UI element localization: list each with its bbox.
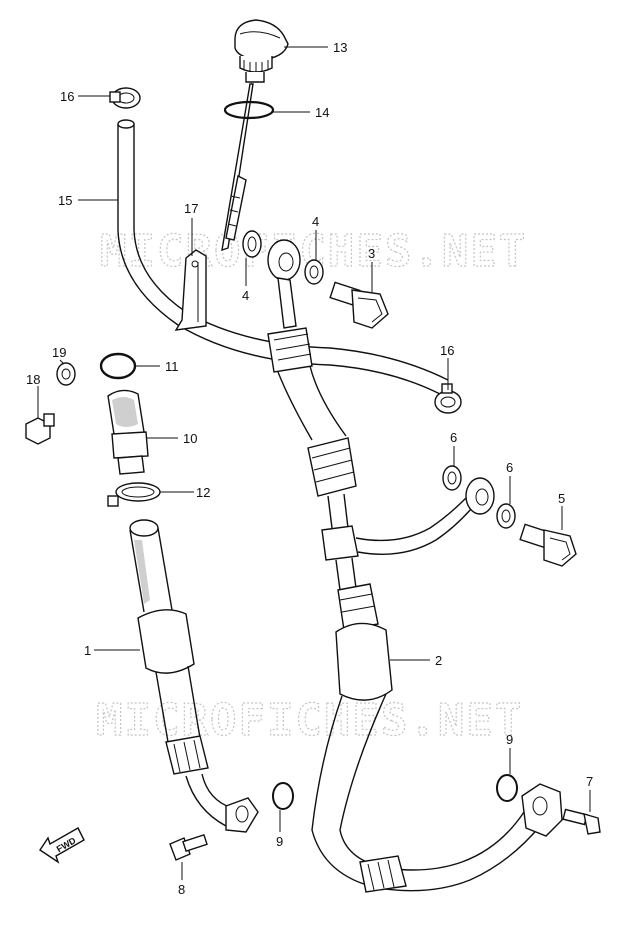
- part-16-clamp-right: [434, 383, 462, 414]
- callout-4-right: 4: [312, 214, 319, 229]
- callout-16-right: 16: [440, 343, 454, 358]
- part-14-o-ring: [223, 100, 275, 120]
- part-1-oil-hose: [129, 519, 259, 833]
- callout-3: 3: [368, 246, 375, 261]
- callout-19: 19: [52, 345, 66, 360]
- callout-9-right: 9: [506, 732, 513, 747]
- part-4-washer-a: [242, 230, 262, 258]
- part-8-bolt: [169, 833, 208, 861]
- fwd-arrow: FWD: [39, 827, 85, 864]
- part-10-oil-fitting: [107, 389, 149, 475]
- callout-18: 18: [26, 372, 40, 387]
- callout-4-left: 4: [242, 288, 249, 303]
- part-19-washer: [56, 362, 76, 386]
- part-13-filler-cap: [234, 19, 289, 83]
- callout-8: 8: [178, 882, 185, 897]
- part-2-oil-hose: [267, 327, 563, 893]
- watermark-bottom: MICROFICHES.NET: [96, 695, 523, 746]
- part-9-o-ring-a: [272, 782, 294, 810]
- leader-lines: [37, 46, 591, 880]
- part-2-upper-banjo: [267, 239, 301, 329]
- callout-16-top: 16: [60, 89, 74, 104]
- callout-14: 14: [315, 105, 329, 120]
- callout-13: 13: [333, 40, 347, 55]
- part-18-drain-plug: [25, 413, 55, 445]
- part-6-washer-a: [442, 465, 462, 491]
- part-15-breather-hose: [117, 119, 449, 395]
- callout-15: 15: [58, 193, 72, 208]
- part-3-union-bolt: [329, 281, 389, 329]
- part-13-dipstick: [221, 83, 254, 252]
- callout-7: 7: [586, 774, 593, 789]
- part-9-o-ring-b: [496, 774, 518, 802]
- callout-6-left: 6: [450, 430, 457, 445]
- callout-17: 17: [184, 201, 198, 216]
- part-12-clamp: [107, 482, 161, 507]
- callout-12: 12: [196, 485, 210, 500]
- part-11-o-ring: [99, 352, 137, 380]
- callout-9-left: 9: [276, 834, 283, 849]
- callout-1: 1: [84, 643, 91, 658]
- callout-11: 11: [165, 359, 179, 374]
- part-16-clamp-top: [109, 87, 141, 109]
- callout-2: 2: [435, 653, 442, 668]
- part-4-washer-b: [304, 259, 324, 285]
- part-17-bracket: [174, 249, 207, 331]
- part-7-bolt: [562, 808, 601, 835]
- callout-6-right: 6: [506, 460, 513, 475]
- callout-10: 10: [183, 431, 197, 446]
- part-6-washer-b: [496, 503, 516, 529]
- callout-numbers: 13 14 16 15 17 4 4 3 16 11 19 18 10 12 6…: [26, 40, 593, 897]
- callout-5: 5: [558, 491, 565, 506]
- part-5-union-bolt: [519, 523, 577, 567]
